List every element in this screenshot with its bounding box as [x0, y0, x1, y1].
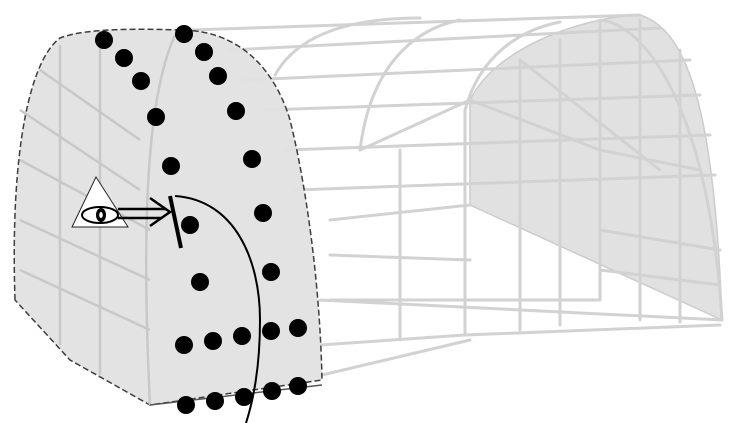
dot-marker: [262, 263, 280, 281]
dot-marker: [181, 216, 199, 234]
dot-marker: [195, 43, 213, 61]
dot-marker: [95, 31, 113, 49]
dot-marker: [132, 72, 150, 90]
dot-marker: [262, 322, 280, 340]
dot-marker: [254, 204, 272, 222]
dot-marker: [204, 332, 222, 350]
dot-marker: [289, 319, 307, 337]
dot-marker: [177, 396, 195, 414]
dot-marker: [289, 377, 307, 395]
dot-marker: [209, 67, 227, 85]
dot-marker: [115, 49, 133, 67]
dot-marker: [227, 102, 245, 120]
dot-marker: [235, 388, 253, 406]
near-end-wall: [14, 29, 322, 405]
dot-marker: [233, 327, 251, 345]
dot-marker: [191, 273, 209, 291]
dot-marker: [243, 150, 261, 168]
dot-marker: [206, 392, 224, 410]
dot-marker: [175, 336, 193, 354]
dot-marker: [175, 25, 193, 43]
dot-marker: [162, 157, 180, 175]
dot-marker: [263, 382, 281, 400]
dot-marker: [147, 108, 165, 126]
